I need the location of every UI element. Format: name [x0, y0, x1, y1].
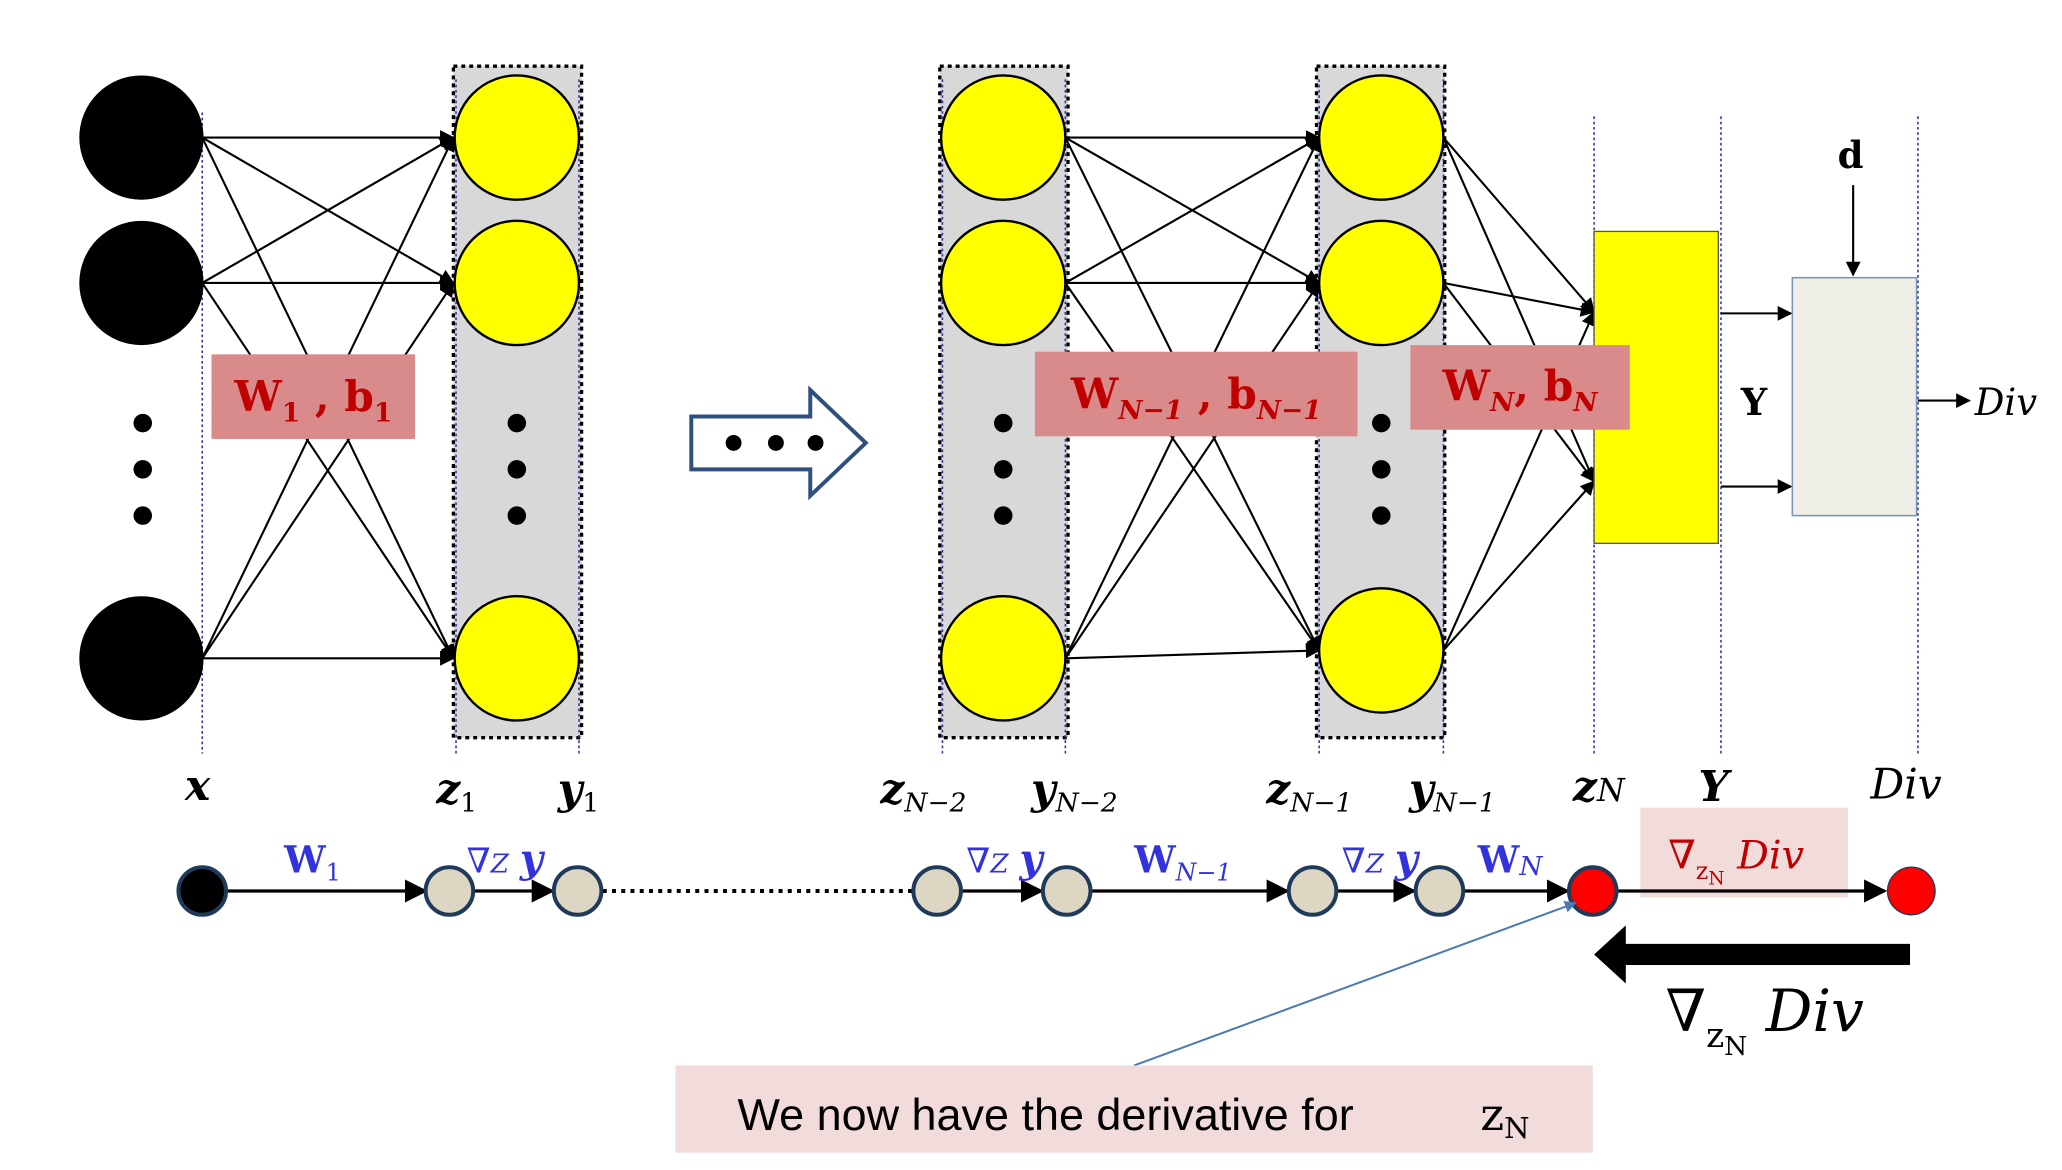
variable-labels: x z1 y1 zN−2 yN−2 zN−1 yN−1 zN Y Div: [184, 759, 1942, 818]
hidden-node: [939, 74, 1067, 201]
graph-node: [911, 865, 963, 917]
note-pointer: [1133, 901, 1577, 1067]
svg-text:WN, bN: WN, bN: [1442, 361, 1599, 419]
input-node: [79, 596, 204, 721]
edge-label-grad-1: ∇Z y: [467, 836, 546, 882]
input-nodes: [79, 75, 204, 721]
graph-node-input: [176, 865, 229, 917]
div-output-label: Div: [1974, 381, 2037, 424]
output-Y-label: Y: [1740, 380, 1768, 424]
graph-node-div: [1886, 866, 1936, 916]
note-text: We now have the derivative for: [738, 1089, 1354, 1140]
label-Y: Y: [1699, 761, 1733, 811]
w1-bsub: 1: [374, 398, 392, 429]
grad-div-label: ∇zN Div: [1668, 833, 1804, 890]
input-node: [79, 75, 204, 200]
note-var: zN: [1480, 1088, 1529, 1145]
graph-node: [551, 865, 604, 917]
hidden-node: [453, 595, 581, 722]
edge-label-wN: WN: [1477, 837, 1544, 882]
graph-node: [1286, 865, 1339, 917]
label-x: x: [184, 760, 211, 810]
hidden-node: [1317, 219, 1445, 347]
hidden-nodes: [453, 74, 1445, 722]
graph-node: [1413, 865, 1466, 917]
edge-label-wN1: WN−1: [1133, 837, 1231, 886]
grad-div-box: [1640, 807, 1848, 898]
label-yN1: yN−1: [1408, 764, 1496, 819]
w1-w: W: [233, 371, 282, 421]
svg-text:WN−1 , bN−1: WN−1 , bN−1: [1070, 369, 1322, 427]
weight-box-last: WN, bN: [1410, 345, 1630, 430]
hidden-node: [939, 219, 1067, 347]
label-yN2: yN−2: [1030, 764, 1118, 819]
divergence-block: [1791, 276, 1918, 517]
hidden-node: [1317, 587, 1445, 714]
input-node: [79, 220, 204, 346]
weight-box-first: W1 , b1: [211, 354, 416, 439]
hidden-node: [453, 219, 581, 347]
computation-graph: W1 WN−1 WN ∇Z y ∇Z y ∇Z y ∇zN Div: [176, 807, 1936, 917]
note-box: We now have the derivative for zN: [675, 1065, 1593, 1153]
label-zN: zN: [1572, 761, 1626, 811]
w1-b: b: [344, 371, 374, 421]
label-zN2: zN−2: [879, 764, 966, 819]
continuation-arrow: [689, 385, 869, 501]
edge-label-w1: W1: [283, 837, 341, 886]
connections-middle: [1064, 130, 1321, 660]
label-z1: z1: [435, 764, 477, 819]
ellipsis-dot: [133, 413, 153, 433]
w1-wsub: 1: [282, 398, 300, 429]
ellipsis-dot: [133, 460, 153, 479]
edge-label-grad-2: ∇Z y: [966, 836, 1045, 882]
svg-text:W1 , b1: W1 , b1: [233, 371, 392, 429]
hidden-ellipsis: [507, 413, 1391, 525]
hidden-node: [1317, 74, 1445, 201]
edge-label-grad-3: ∇Z y: [1342, 836, 1421, 882]
hidden-node: [453, 74, 581, 201]
graph-node: [1040, 865, 1093, 917]
backward-arrow: [1594, 925, 1910, 984]
hidden-node: [939, 595, 1067, 722]
label-Div: Div: [1869, 759, 1941, 808]
target-label: d: [1838, 133, 1864, 177]
graph-node-zN: [1566, 865, 1619, 917]
label-zN1: zN−1: [1265, 764, 1352, 819]
ellipsis-dot: [133, 506, 153, 525]
label-y1: y1: [557, 764, 599, 819]
big-grad-label: ∇zN Div: [1665, 977, 1864, 1062]
graph-node: [423, 865, 476, 917]
weight-box-second-last: WN−1 , bN−1: [1034, 351, 1358, 437]
